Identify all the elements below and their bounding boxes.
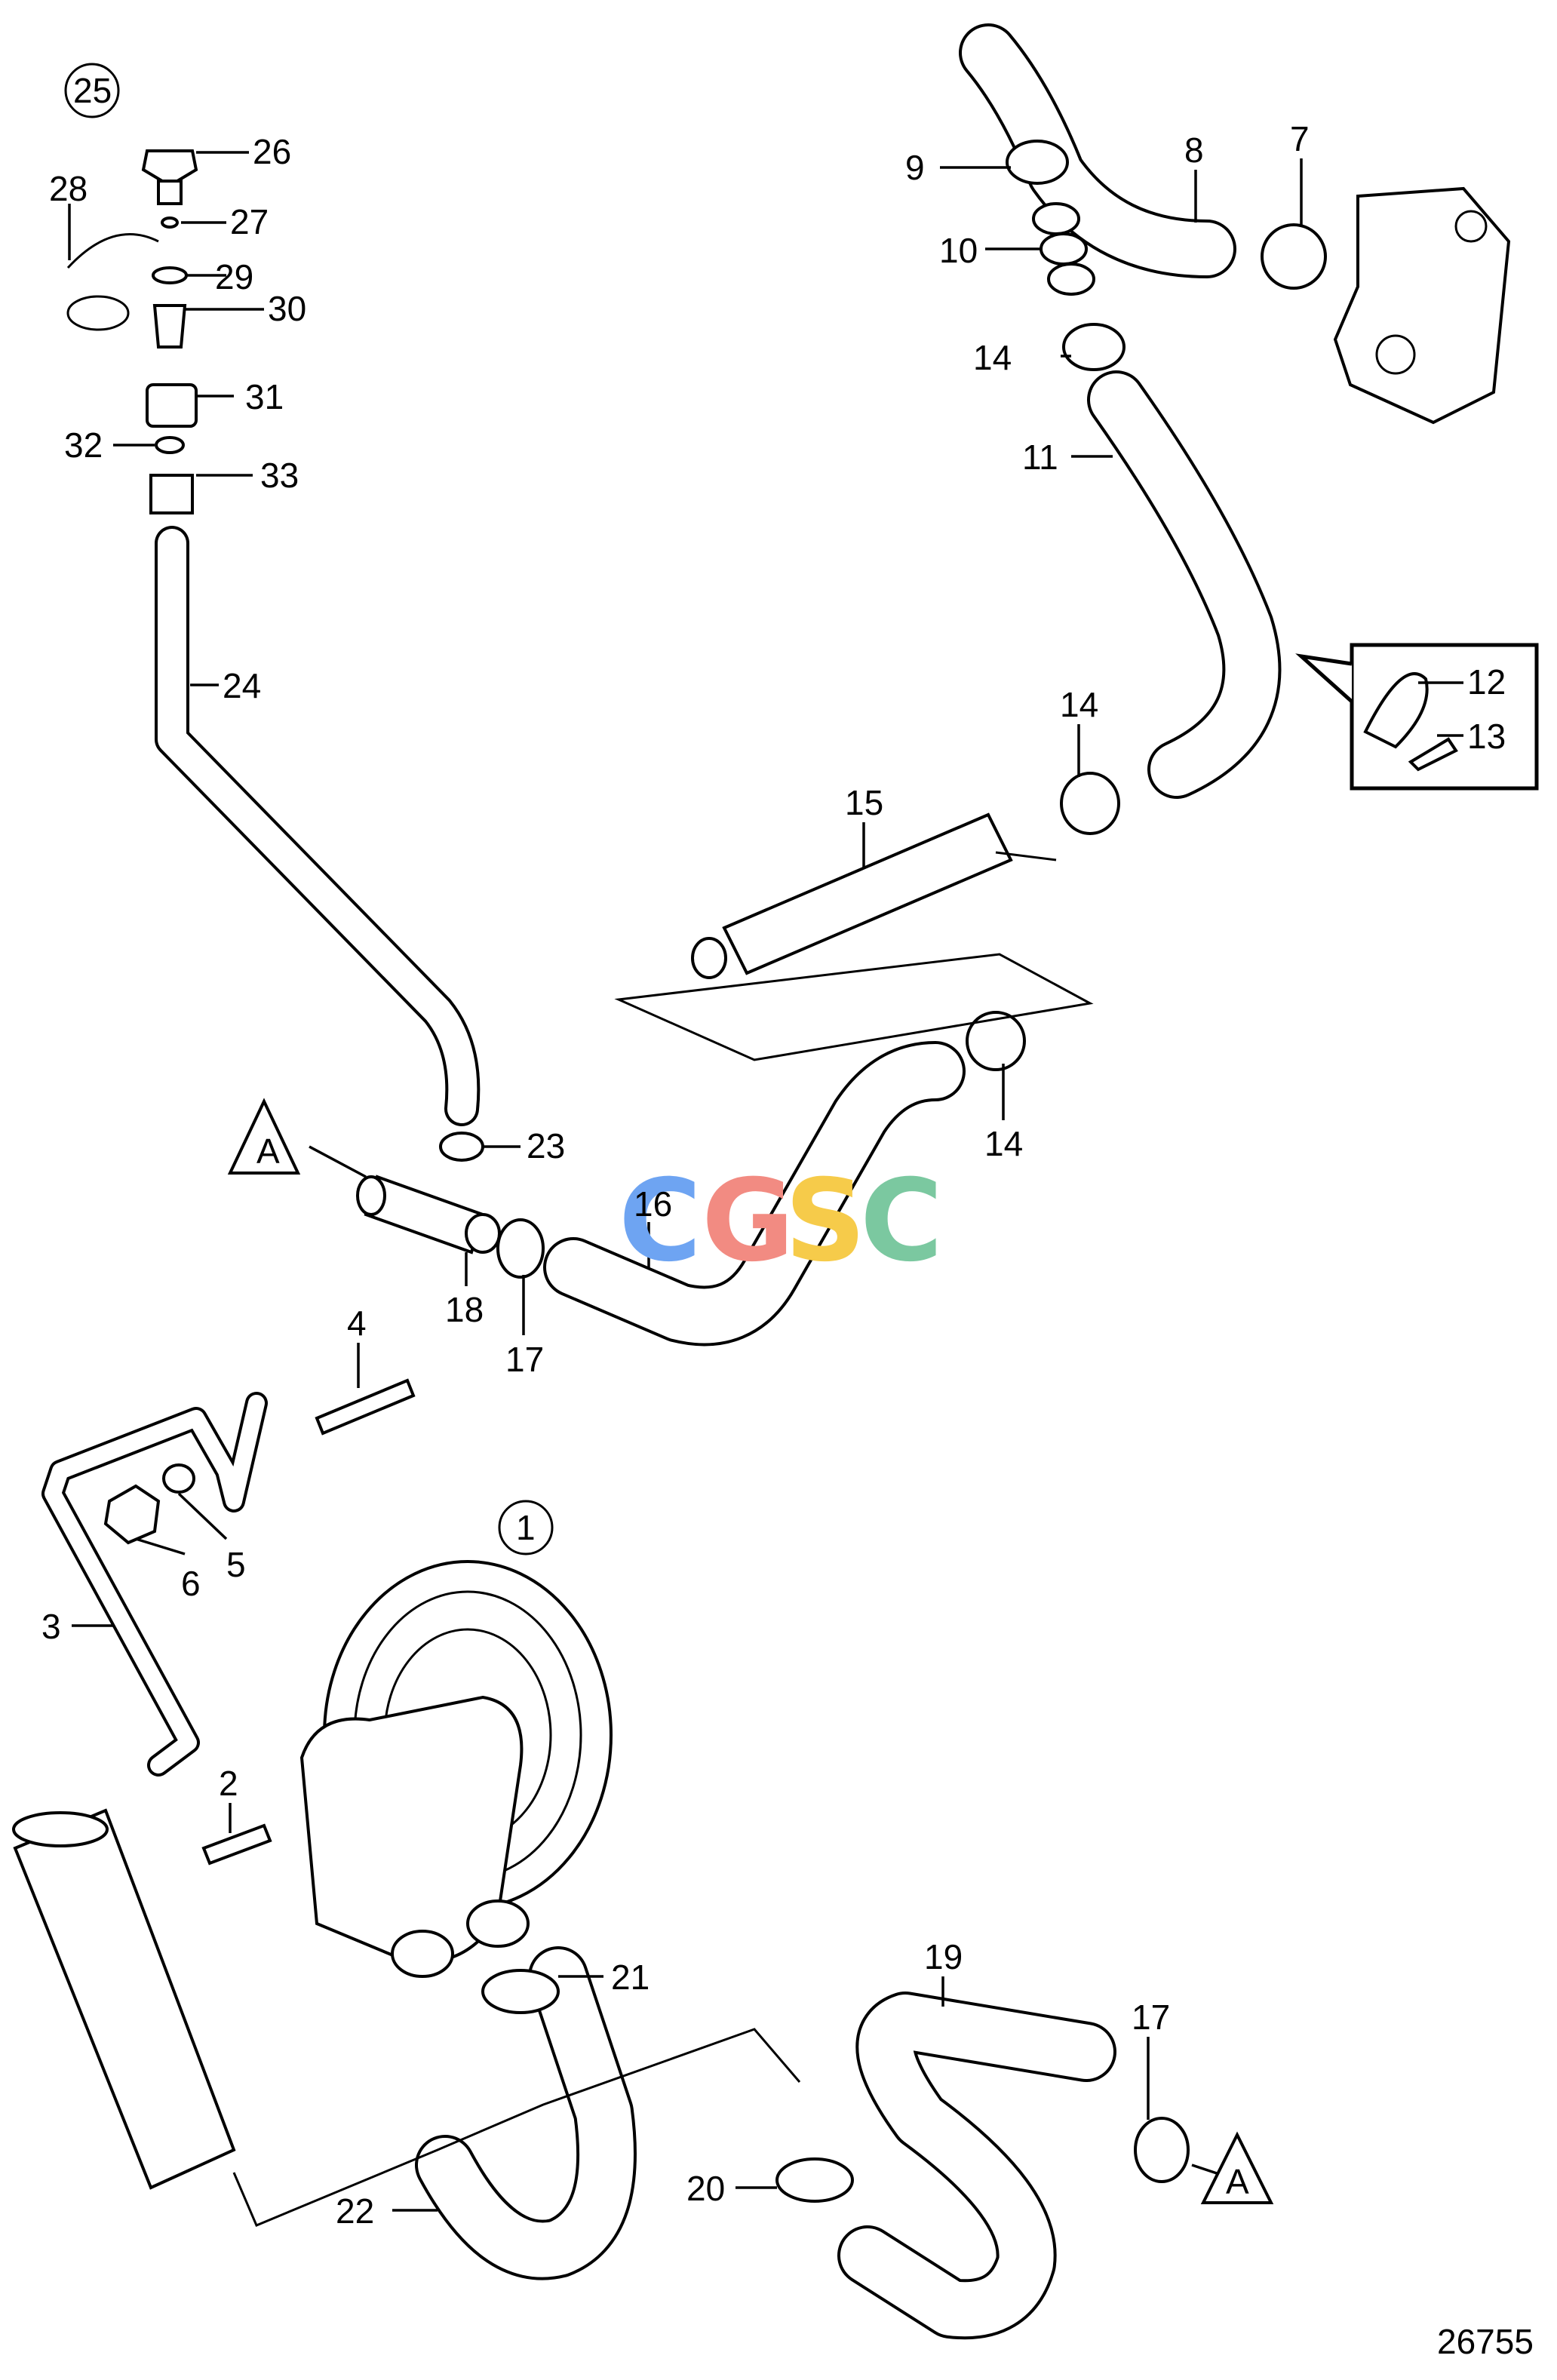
clamp-14-lower (966, 1011, 1026, 1071)
heat-exchanger-outline (232, 2028, 801, 2227)
callout-28: 28 (49, 169, 88, 208)
callout-16: 16 (634, 1184, 672, 1224)
ref-marker-a-lower-triangle (1200, 2131, 1274, 2204)
strap-28-cord (66, 233, 159, 269)
pipe-18 (356, 1175, 501, 1254)
assembly-25-circle (64, 63, 120, 118)
clamp-17-upper (496, 1218, 545, 1279)
callout-18: 18 (445, 1290, 484, 1329)
callout-box-12-13 (1295, 643, 1539, 791)
clamp-21 (481, 1969, 560, 2014)
watermark-letter-2: G (702, 1156, 794, 1287)
callout-15: 15 (845, 783, 883, 822)
callout-27: 27 (230, 202, 269, 241)
callout-33: 33 (260, 456, 299, 495)
connector-10 (1032, 202, 1095, 296)
callout-31: 31 (245, 377, 284, 416)
washer-32 (155, 436, 185, 454)
ref-marker-a-upper-triangle (227, 1098, 301, 1175)
callout-4: 4 (347, 1304, 367, 1343)
callout-14-top: 14 (973, 338, 1012, 377)
hose-24 (155, 526, 481, 1126)
callout-14-lower: 14 (984, 1124, 1023, 1163)
callout-11: 11 (1022, 438, 1058, 477)
clamp-20 (775, 2157, 854, 2203)
nut-31 (146, 383, 198, 428)
clamp-14-top (1062, 323, 1126, 371)
callout-6: 6 (181, 1564, 201, 1603)
callout-9: 9 (905, 148, 925, 187)
washer-5 (162, 1463, 195, 1494)
hose-16 (543, 1041, 966, 1347)
callout-14-mid: 14 (1060, 685, 1098, 724)
callout-30: 30 (268, 289, 306, 328)
callout-7: 7 (1290, 119, 1310, 158)
pipe-15-outline (614, 953, 1094, 1061)
callout-21: 21 (611, 1958, 650, 1997)
hose-19 (837, 1992, 1116, 2340)
callout-32: 32 (64, 425, 103, 465)
filler-cap-26 (141, 149, 198, 205)
callout-17-upper: 17 (505, 1340, 544, 1379)
clamp-23 (439, 1132, 484, 1162)
callout-20: 20 (686, 2169, 725, 2208)
callout-17-lower: 17 (1132, 1998, 1170, 2037)
clamp-33 (149, 474, 194, 514)
callout-29: 29 (215, 257, 253, 296)
callout-3: 3 (41, 1607, 61, 1646)
hose-22 (415, 1946, 637, 2280)
ref-marker-a-lower: A (1226, 2162, 1249, 2201)
callout-13: 13 (1467, 717, 1506, 756)
nut-6 (103, 1484, 161, 1545)
nipple-30 (152, 304, 187, 349)
watermark-letter-4: C (860, 1156, 943, 1287)
callout-2: 2 (219, 1764, 238, 1803)
o-ring-27 (161, 217, 179, 229)
hose-11 (1087, 370, 1282, 799)
ref-marker-a-upper: A (256, 1132, 280, 1171)
watermark-letter-3: S (785, 1156, 866, 1287)
strap-28 (66, 295, 130, 331)
washer-29 (152, 266, 188, 284)
watermark-letter-1: C (619, 1156, 702, 1287)
stud-4 (315, 1378, 416, 1436)
callout-5: 5 (226, 1545, 246, 1584)
callout-24: 24 (223, 666, 261, 705)
callout-8: 8 (1184, 131, 1204, 170)
callout-12: 12 (1467, 662, 1506, 702)
heat-exchanger (12, 1808, 236, 2190)
callout-10: 10 (939, 231, 978, 270)
sea-water-pump (299, 1560, 613, 1978)
callout-19: 19 (924, 1937, 963, 1976)
pipe-3 (41, 1392, 268, 1777)
clamp-9 (1006, 140, 1069, 185)
assembly-1-circle (498, 1500, 554, 1555)
clamp-17-lower (1134, 2117, 1190, 2183)
pipe-15 (691, 812, 1057, 979)
clamp-14-mid (1060, 772, 1120, 835)
callout-23: 23 (527, 1126, 565, 1165)
watermark-logo: C G S C (619, 1156, 943, 1287)
screw-2 (201, 1823, 272, 1866)
bracket-7 (1333, 186, 1511, 425)
callout-26: 26 (253, 132, 291, 171)
clamp-7 (1261, 223, 1327, 290)
diagram-number: 26755 (1437, 2322, 1534, 2361)
callout-22: 22 (336, 2191, 374, 2231)
assembly-label-25: 25 (73, 71, 112, 110)
assembly-label-1: 1 (516, 1508, 536, 1547)
